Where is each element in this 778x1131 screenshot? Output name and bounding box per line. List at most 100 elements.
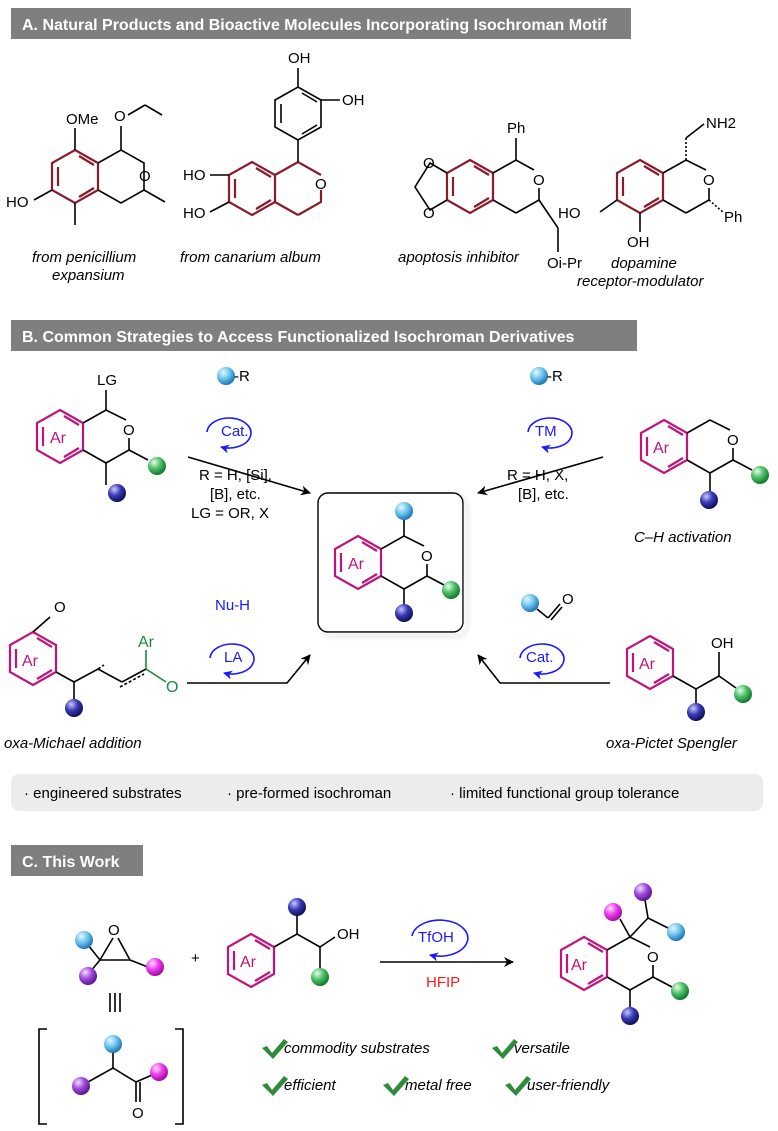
catalyst-label: TM (535, 423, 557, 440)
center-product: Ar O (317, 492, 464, 633)
ether-o-label: O (114, 108, 126, 125)
check-icon (492, 1039, 518, 1059)
ketone-equivalent: O (38, 993, 184, 1125)
dioxole-o2-label: O (423, 205, 435, 222)
feature-5: user-friendly (527, 1077, 611, 1094)
cyan-sphere (395, 502, 413, 520)
limitation-2: · pre-formed isochroman (227, 785, 391, 802)
caption-dopamine-line2: receptor-modulator (577, 273, 704, 290)
limitations-bar (11, 774, 763, 811)
caption-oxa-pictet: oxa-Pictet Spengler (606, 735, 738, 752)
pink-sphere (604, 903, 622, 921)
green-sphere (442, 581, 460, 599)
pink-sphere (150, 1063, 168, 1081)
ar-label: Ar (639, 656, 656, 673)
ring-o-label: O (703, 172, 715, 189)
caption-penicillium-line2: expansium (52, 267, 125, 284)
lg-label: LG (97, 372, 117, 389)
catalyst-label: Cat. (221, 423, 249, 440)
check-icon (505, 1076, 531, 1096)
ring-o-label: O (647, 949, 659, 966)
section-c: C. This Work O + Ar OH (11, 845, 689, 1125)
reagent-label: -R (234, 368, 250, 385)
oipr-label: Oi-Pr (547, 255, 582, 272)
ho-label: HO (558, 205, 581, 222)
right-bracket (175, 1028, 184, 1125)
catalyst-label: TfOH (418, 929, 454, 946)
solvent-label: HFIP (426, 974, 460, 991)
substrate-isochroman: Ar O C–H activation (634, 418, 769, 546)
feature-3: efficient (284, 1077, 337, 1094)
ring-o-label: O (315, 176, 327, 193)
product-box (317, 492, 464, 633)
cyan-sphere (104, 1035, 122, 1053)
check-icon (383, 1076, 409, 1096)
cond-line2: [B], etc. (518, 486, 569, 503)
ring-o-label: O (421, 548, 433, 565)
ketone-o-label: O (132, 1105, 144, 1122)
reaction-arrow-main: TfOH HFIP (380, 919, 514, 991)
molecule-penicillium: OMe O O HO from penicillium expansium (6, 104, 166, 284)
molecule-dopamine: NH2 HO OH O Ph dopamine receptor-modulat… (558, 115, 742, 290)
navy-sphere (700, 491, 718, 509)
ho-lower-label: HO (183, 205, 206, 222)
oh-label: OH (627, 234, 650, 251)
alcohol-substrate: Ar OH (226, 898, 360, 989)
catalytic-cycle-icon (411, 919, 469, 962)
cond-line3: LG = OR, X (191, 505, 269, 522)
section-c-title: C. This Work (22, 854, 120, 871)
plus-sign: + (191, 950, 200, 967)
violet-sphere (72, 1077, 90, 1095)
top-right-reagent: -R TM R = H, X, [B], etc. (477, 367, 604, 503)
cyan-sphere (530, 367, 548, 385)
feature-2: versatile (514, 1040, 570, 1057)
ph-label: Ph (724, 209, 742, 226)
substrate-michael: O Ar Ar O oxa-Michael addition (4, 599, 178, 752)
reaction-arrow-top-left (187, 456, 311, 496)
reagent-label: -R (547, 368, 563, 385)
caption-canarium: from canarium album (180, 249, 321, 266)
oh-right-label: OH (342, 92, 365, 109)
reaction-arrow-bottom-right (477, 654, 610, 684)
bottom-left-reagent: Nu-H LA (187, 597, 311, 684)
caption-ch-activation: C–H activation (634, 529, 732, 546)
navy-sphere (395, 604, 413, 622)
reagent-label: Nu-H (215, 597, 250, 614)
section-a: A. Natural Products and Bioactive Molecu… (6, 8, 742, 290)
feature-1: commodity substrates (284, 1040, 430, 1057)
cond-line2: [B], etc. (210, 486, 261, 503)
ring-o-label: O (533, 172, 545, 189)
ar-label: Ar (50, 430, 67, 447)
nh2-label: NH2 (706, 115, 736, 132)
cyan-sphere (217, 367, 235, 385)
epoxide: O (75, 922, 164, 985)
ring-o-label: O (727, 432, 739, 449)
green-sphere (148, 457, 166, 475)
oh-label: OH (337, 926, 360, 943)
ho-upper-label: HO (183, 167, 206, 184)
section-b-header (11, 320, 637, 351)
ketone-o-label: O (166, 679, 178, 696)
ar-label: Ar (571, 957, 588, 974)
cyan-sphere (521, 594, 539, 612)
bottom-right-reagent: O Cat. (477, 591, 610, 684)
top-left-reagent: -R Cat. R = H, [Si], [B], etc. LG = OR, … (187, 367, 311, 522)
epoxide-o-label: O (108, 922, 120, 939)
molecule-canarium: OH OH HO HO O from canarium album (180, 50, 365, 266)
ar-label: Ar (22, 653, 39, 670)
catalytic-cycle-icon (209, 643, 255, 680)
ar-label: Ar (240, 954, 257, 971)
cond-line1: R = H, X, (507, 467, 568, 484)
check-icon (262, 1039, 288, 1059)
limitation-3: · limited functional group tolerance (450, 785, 679, 802)
green-sphere (734, 685, 752, 703)
ome-label: OMe (66, 111, 99, 128)
dioxole-o1-label: O (423, 155, 435, 172)
navy-sphere (65, 699, 83, 717)
catalytic-cycle-icon (519, 643, 565, 680)
substrate-pictet-spengler: Ar OH oxa-Pictet Spengler (606, 634, 752, 752)
aldehyde-o-label: O (54, 599, 66, 616)
aldehyde-o-label: O (562, 591, 574, 608)
section-b: B. Common Strategies to Access Functiona… (4, 320, 769, 811)
navy-sphere (621, 1007, 639, 1025)
